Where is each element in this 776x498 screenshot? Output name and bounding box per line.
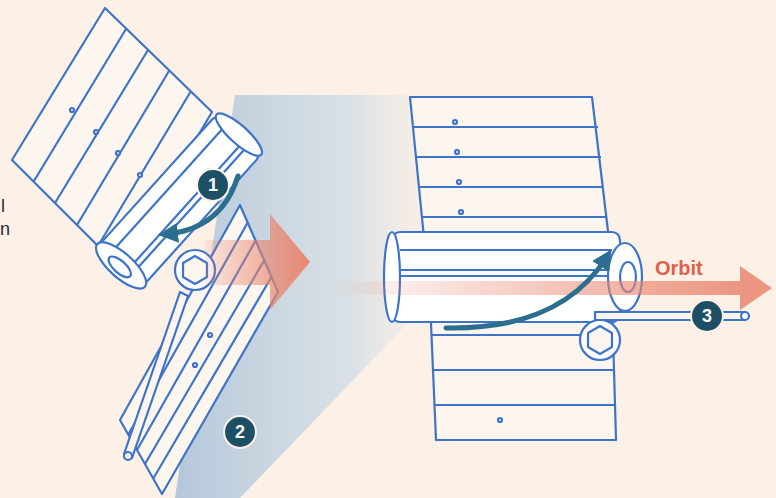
body-end-disk <box>608 243 642 311</box>
panel-divider <box>153 276 272 479</box>
cut-off-text: n <box>0 219 10 240</box>
body-detail <box>400 249 612 251</box>
body-end-cap <box>211 108 268 162</box>
orbit-label: Orbit <box>655 257 703 280</box>
panel-dot <box>453 120 457 124</box>
antenna-tip <box>741 312 749 320</box>
panel-dot <box>208 333 212 337</box>
body-end-disk <box>89 235 153 296</box>
panel-divider <box>435 404 615 406</box>
callout-number: 3 <box>690 299 724 333</box>
satellite-body <box>392 232 620 322</box>
panel-dot <box>94 130 98 134</box>
body-detail <box>400 275 612 277</box>
panel-dot <box>457 180 461 184</box>
panel-dot <box>116 151 120 155</box>
panel-divider <box>417 156 601 158</box>
panel-dot <box>70 108 74 112</box>
antenna-rod <box>124 292 188 458</box>
sensor-dish <box>183 256 207 284</box>
panel-divider <box>55 50 148 203</box>
sensor-dish <box>588 326 612 354</box>
panel-divider <box>422 216 606 218</box>
solar-panel <box>410 97 610 248</box>
panel-dot <box>498 418 502 422</box>
panel-dot <box>459 210 463 214</box>
panel-divider <box>433 369 614 371</box>
sensor-dish <box>580 320 620 360</box>
body-detail <box>400 269 612 271</box>
callout-number: 1 <box>196 168 230 202</box>
antenna-tip <box>124 452 132 460</box>
body-end-disk <box>105 253 134 281</box>
callout-number: 2 <box>223 415 257 449</box>
motion-arrow <box>205 214 310 310</box>
panel-dot <box>455 150 459 154</box>
panel-divider <box>414 126 598 128</box>
panel-divider <box>419 186 603 188</box>
panel-dot <box>193 363 197 367</box>
panel-dot <box>138 173 142 177</box>
cut-off-text: l <box>1 196 5 217</box>
panel-divider <box>34 29 126 181</box>
body-end-cap <box>384 232 400 322</box>
rotation-arrow <box>446 258 606 328</box>
